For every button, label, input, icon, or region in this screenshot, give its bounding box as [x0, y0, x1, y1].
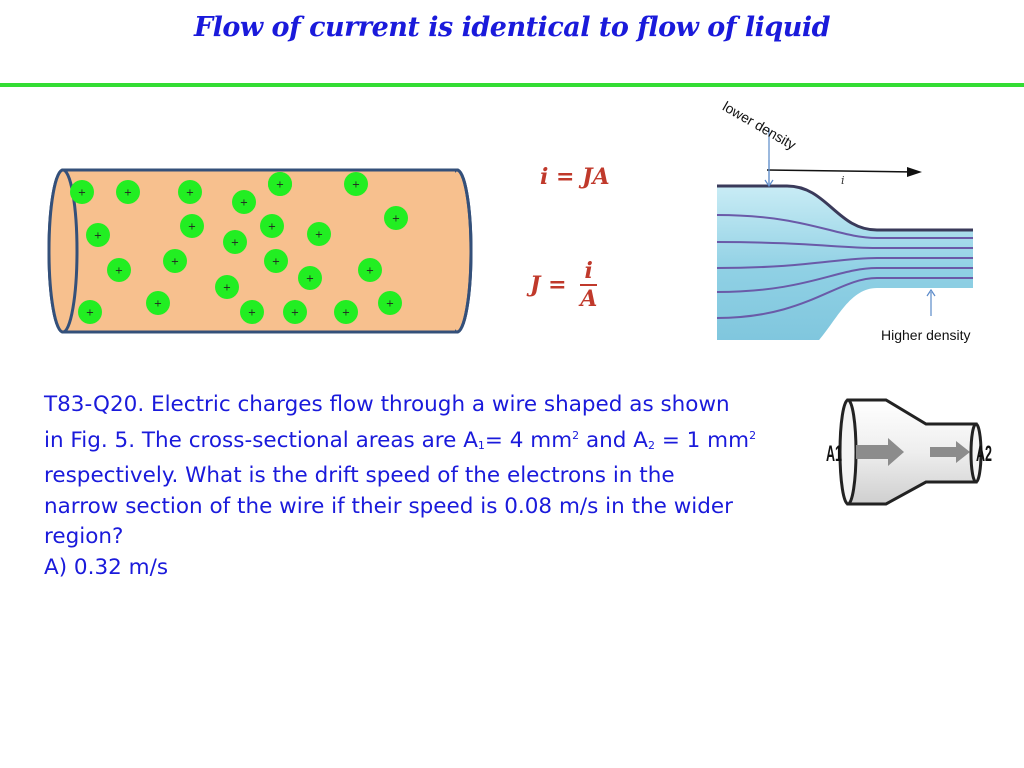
charge-symbol: +	[154, 299, 162, 310]
charge-symbol: +	[115, 266, 123, 277]
charge-symbol: +	[366, 266, 374, 277]
charge-symbol: +	[248, 308, 256, 319]
positive-charge: +	[264, 249, 288, 273]
answer-option-a: A) 0.32 m/s	[44, 554, 169, 580]
charge-symbol: +	[188, 222, 196, 233]
question-line-2: in Fig. 5. The cross-sectional areas are…	[44, 427, 757, 453]
positive-charge: +	[70, 180, 94, 204]
positive-charge: +	[86, 223, 110, 247]
charge-symbol: +	[86, 308, 94, 319]
current-density-equation: J = i A	[530, 258, 598, 312]
charge-symbol: +	[352, 180, 360, 191]
positive-charge: +	[232, 190, 256, 214]
positive-charge: +	[146, 291, 170, 315]
positive-charge: +	[344, 172, 368, 196]
charge-symbol: +	[291, 308, 299, 319]
positive-charge: +	[215, 275, 239, 299]
question-line-4: narrow section of the wire if their spee…	[44, 493, 733, 519]
density-lhs: J =	[530, 272, 567, 298]
positive-charge: +	[334, 300, 358, 324]
current-arrow-label: i	[841, 174, 845, 187]
charge-symbol: +	[94, 231, 102, 242]
charge-symbol: +	[78, 188, 86, 199]
charge-symbol: +	[392, 214, 400, 225]
density-numerator: i	[580, 258, 598, 286]
positive-charge: +	[116, 180, 140, 204]
question-line-5: region?	[44, 524, 124, 549]
title-divider	[0, 83, 1024, 87]
charge-symbol: +	[272, 257, 280, 268]
charge-symbol: +	[231, 238, 239, 249]
pipe-shape	[717, 186, 973, 340]
positive-charge: +	[298, 266, 322, 290]
liquid-flow-diagram: i	[717, 160, 973, 340]
density-fraction: i A	[580, 258, 598, 312]
label-a1: A1	[826, 441, 842, 466]
higher-density-label: Higher density	[881, 327, 971, 343]
positive-charge: +	[223, 230, 247, 254]
current-equation: i = JA	[540, 164, 610, 190]
charge-symbol: +	[171, 257, 179, 268]
positive-charges: +++++++++++++++++++++++++	[70, 172, 408, 324]
positive-charge: +	[268, 172, 292, 196]
figure-5-wire-sections: A1 A2	[826, 398, 992, 506]
slide-title: Flow of current is identical to flow of …	[193, 12, 831, 43]
density-denominator: A	[580, 286, 598, 312]
charge-symbol: +	[315, 230, 323, 241]
lower-density-line-top	[764, 128, 774, 188]
positive-charge: +	[384, 206, 408, 230]
flow-arrow-wide	[856, 438, 904, 466]
question-line-3: respectively. What is the drift speed of…	[44, 463, 675, 488]
streamlines	[717, 214, 973, 319]
positive-charge: +	[358, 258, 382, 282]
charge-symbol: +	[240, 198, 248, 209]
label-a2: A2	[976, 441, 992, 466]
question-line-1: T83-Q20. Electric charges flow through a…	[44, 392, 730, 417]
positive-charge: +	[260, 214, 284, 238]
positive-charge: +	[378, 291, 402, 315]
positive-charge: +	[78, 300, 102, 324]
charge-symbol: +	[124, 188, 132, 199]
charge-symbol: +	[386, 299, 394, 310]
charge-symbol: +	[223, 283, 231, 294]
question-text: T83-Q20. Electric charges flow through a…	[44, 390, 814, 583]
charge-symbol: +	[186, 188, 194, 199]
positive-charge: +	[307, 222, 331, 246]
positive-charge: +	[163, 249, 187, 273]
charge-symbol: +	[268, 222, 276, 233]
charge-symbol: +	[276, 180, 284, 191]
positive-charge: +	[283, 300, 307, 324]
charge-symbol: +	[342, 308, 350, 319]
charge-symbol: +	[306, 274, 314, 285]
current-arrow-head	[907, 167, 922, 177]
flow-arrow-narrow	[930, 441, 970, 463]
positive-charge: +	[180, 214, 204, 238]
positive-charge: +	[107, 258, 131, 282]
wire-cylinder-diagram: +++++++++++++++++++++++++	[47, 168, 473, 334]
positive-charge: +	[178, 180, 202, 204]
positive-charge: +	[240, 300, 264, 324]
